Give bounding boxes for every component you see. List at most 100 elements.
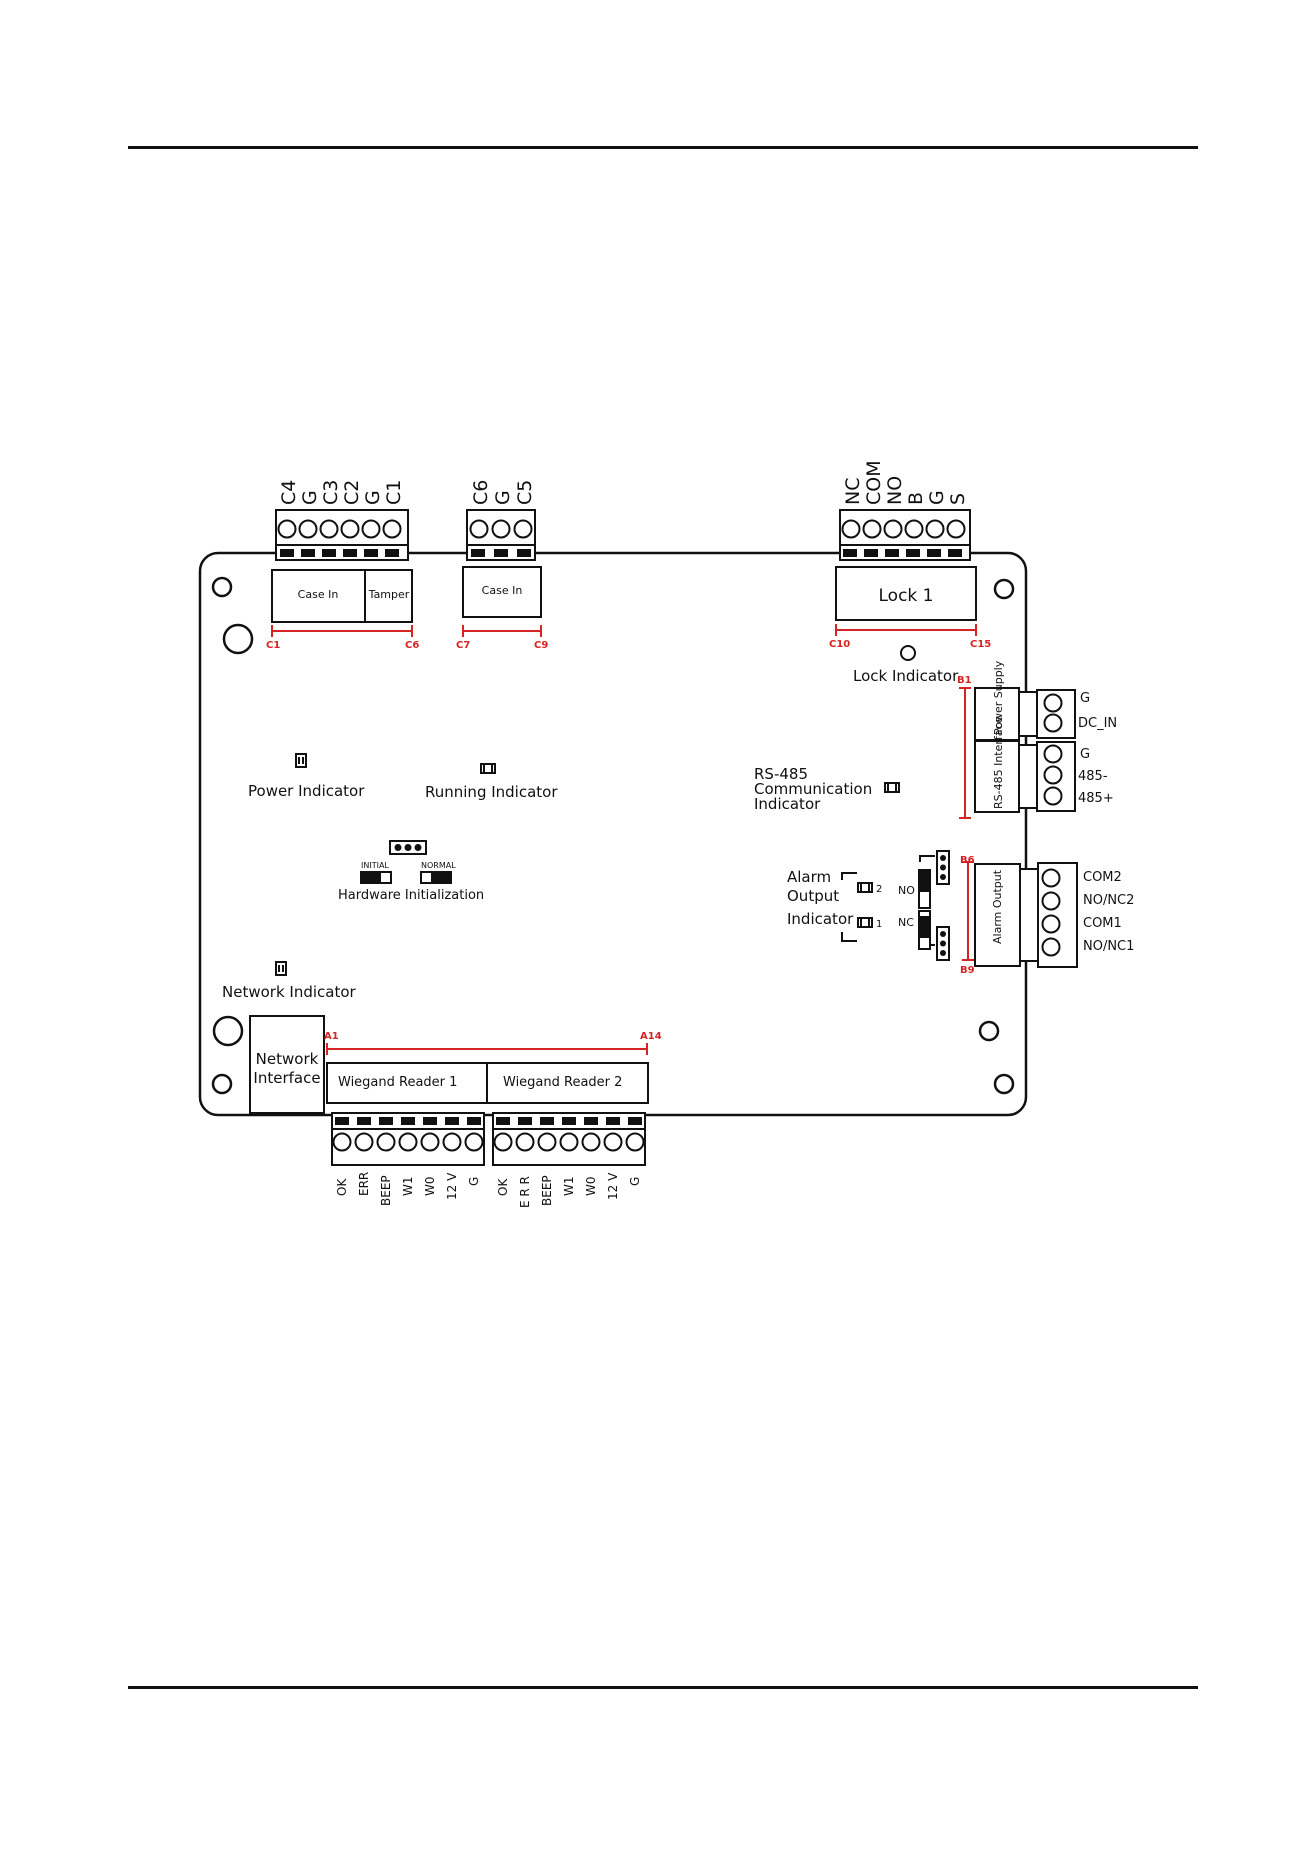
pin-label: W1 bbox=[401, 1177, 415, 1197]
jumper-header-bottom bbox=[936, 926, 950, 961]
pin-label: G bbox=[1080, 747, 1090, 762]
case-in-housing bbox=[271, 569, 366, 623]
pin-label: DC_IN bbox=[1078, 716, 1117, 731]
jumper-no bbox=[918, 869, 931, 909]
alarm-bracket-bottom bbox=[841, 932, 857, 942]
terminal-pin bbox=[948, 549, 962, 557]
initial-switch bbox=[360, 871, 392, 884]
case-in-label: Case In bbox=[298, 588, 339, 601]
terminal-screw bbox=[946, 519, 966, 539]
jumper-nc bbox=[918, 910, 931, 950]
nc-label: NC bbox=[898, 916, 914, 929]
terminal-screw bbox=[442, 1132, 462, 1152]
svg-text:B9: B9 bbox=[960, 965, 975, 976]
alarm-bracket-top bbox=[841, 872, 857, 880]
terminal-screw bbox=[398, 1132, 418, 1152]
svg-text:C9: C9 bbox=[534, 640, 548, 651]
terminal-screw bbox=[841, 519, 861, 539]
terminal-screw bbox=[1041, 914, 1061, 934]
pin-label: G bbox=[628, 1177, 642, 1186]
normal-label: NORMAL bbox=[421, 861, 456, 870]
terminal-screw bbox=[382, 519, 402, 539]
pin-label: G bbox=[492, 490, 514, 505]
terminal-screw bbox=[925, 519, 945, 539]
terminal-block-wiegand-2: OK E R R BEEP W1 W0 12 V G bbox=[492, 1112, 646, 1208]
terminal-pin bbox=[364, 549, 378, 557]
terminal-screw bbox=[1043, 786, 1063, 806]
pin-label: COM2 bbox=[1083, 870, 1122, 885]
terminal-screw bbox=[491, 519, 511, 539]
dimension-b6-b9: B6 B9 bbox=[960, 855, 975, 976]
terminal-screw bbox=[537, 1132, 557, 1152]
terminal-pin bbox=[322, 549, 336, 557]
svg-text:C7: C7 bbox=[456, 640, 470, 651]
terminal-pin bbox=[562, 1117, 576, 1125]
alarm-led-2-index: 2 bbox=[876, 884, 882, 895]
mounting-hole bbox=[993, 578, 1015, 600]
jumper-bracket-top bbox=[919, 855, 935, 862]
mounting-hole bbox=[222, 623, 254, 655]
svg-text:B1: B1 bbox=[957, 675, 972, 686]
network-indicator-led bbox=[275, 961, 287, 976]
dimension-c1-c6: C1 C6 bbox=[266, 625, 419, 651]
power-indicator-led bbox=[295, 753, 307, 768]
terminal-screw bbox=[862, 519, 882, 539]
pin-label: G bbox=[467, 1177, 481, 1186]
terminal-screw bbox=[1043, 765, 1063, 785]
pin-label: OK bbox=[496, 1178, 510, 1196]
terminal-pin bbox=[496, 1117, 510, 1125]
pin-label: C2 bbox=[341, 480, 363, 505]
svg-text:A1: A1 bbox=[324, 1031, 339, 1042]
terminal-screw bbox=[515, 1132, 535, 1152]
svg-text:B6: B6 bbox=[960, 855, 975, 866]
terminal-screw bbox=[1043, 713, 1063, 733]
pin-label: E R R bbox=[518, 1176, 532, 1208]
rs485-housing bbox=[974, 740, 1020, 813]
pin-label: COM bbox=[863, 460, 885, 505]
terminal-screw bbox=[904, 519, 924, 539]
no-label: NO bbox=[898, 884, 915, 897]
pin-label: 12 V bbox=[445, 1172, 459, 1200]
normal-switch bbox=[420, 871, 452, 884]
pin-label: 485- bbox=[1078, 769, 1108, 784]
mounting-hole bbox=[211, 576, 233, 598]
rs485-indicator-line3: Indicator bbox=[754, 795, 821, 813]
pin-label: 485+ bbox=[1078, 791, 1114, 806]
alarm-led-1 bbox=[857, 917, 873, 928]
dimension-c10-c15: C10 C15 bbox=[829, 624, 991, 650]
terminal-screw bbox=[1043, 744, 1063, 764]
terminal-screw bbox=[361, 519, 381, 539]
pin-label: W0 bbox=[584, 1177, 598, 1197]
alarm-indicator-line2: Output bbox=[787, 887, 839, 905]
alarm-output-label: Alarm Output bbox=[991, 869, 1004, 944]
mounting-hole bbox=[978, 1020, 1000, 1042]
rs485-indicator-led bbox=[884, 782, 900, 793]
terminal-screw bbox=[354, 1132, 374, 1152]
alarm-led-1-index: 1 bbox=[876, 919, 882, 930]
footer-rule bbox=[128, 1686, 1198, 1689]
power-supply-housing bbox=[974, 687, 1020, 741]
terminal-screw bbox=[277, 519, 297, 539]
mounting-hole bbox=[211, 1073, 233, 1095]
lock-housing bbox=[835, 566, 977, 621]
terminal-block-lock: NC COM NO B G S bbox=[839, 460, 971, 561]
terminal-screw bbox=[376, 1132, 396, 1152]
network-interface-housing bbox=[249, 1015, 325, 1114]
header-rule bbox=[128, 146, 1198, 149]
pin-label: 12 V bbox=[606, 1172, 620, 1200]
pin-label: NO/NC2 bbox=[1083, 893, 1134, 908]
terminal-pin bbox=[379, 1117, 393, 1125]
terminal-screw bbox=[883, 519, 903, 539]
terminal-pin bbox=[864, 549, 878, 557]
terminal-screw bbox=[298, 519, 318, 539]
pin-label: BEEP bbox=[540, 1175, 554, 1206]
pin-label: NO bbox=[884, 476, 906, 505]
terminal-pin bbox=[606, 1117, 620, 1125]
pin-label: G bbox=[362, 490, 384, 505]
pin-label: OK bbox=[335, 1178, 349, 1196]
terminal-pin bbox=[843, 549, 857, 557]
svg-text:C1: C1 bbox=[266, 640, 280, 651]
terminal-pin bbox=[467, 1117, 481, 1125]
alarm-indicator-line1: Alarm bbox=[787, 868, 831, 886]
